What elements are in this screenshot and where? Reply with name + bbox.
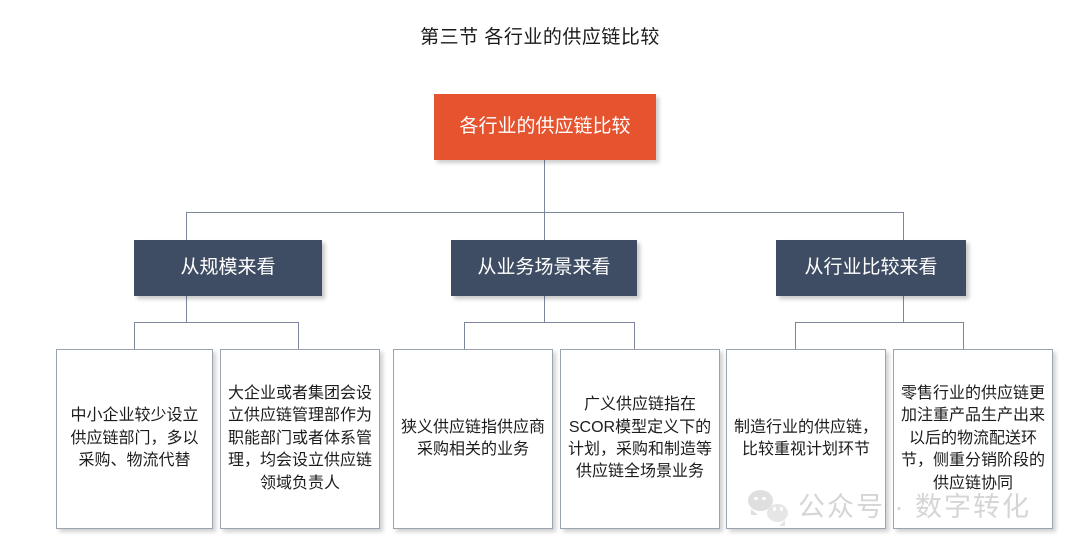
node-branch-label: 从行业比较来看 xyxy=(804,257,938,279)
node-branch-label: 从业务场景来看 xyxy=(477,257,611,279)
connector-branch3-leaf2 xyxy=(963,322,964,349)
node-leaf-text: 中小企业较少设立供应链部门，多以采购、物流代替 xyxy=(70,407,199,470)
node-leaf-broad-supply-chain[interactable]: 广义供应链指在SCOR模型定义下的计划，采购和制造等供应链全场景业务 xyxy=(560,349,720,529)
node-leaf-retail-supply-chain[interactable]: 零售行业的供应链更加注重产品生产出来以后的物流配送环节，侧重分销阶段的供应链协同 xyxy=(893,349,1053,529)
node-root-label: 各行业的供应链比较 xyxy=(459,116,631,138)
node-leaf-large-enterprise-supply-chain[interactable]: 大企业或者集团会设立供应链管理部作为职能部门或者体系管理，均会设立供应链领域负责… xyxy=(220,349,380,529)
connector-branch1-leaf1 xyxy=(134,322,135,349)
connector-branch2-leaf2 xyxy=(634,322,635,349)
node-root[interactable]: 各行业的供应链比较 xyxy=(434,94,656,160)
node-leaf-text: 大企业或者集团会设立供应链管理部作为职能部门或者体系管理，均会设立供应链领域负责… xyxy=(227,385,372,492)
connector-branch2-rail xyxy=(464,322,634,323)
connector-branch3-stem xyxy=(903,296,904,322)
node-branch-scale[interactable]: 从规模来看 xyxy=(134,240,322,296)
connector-branch1-leaf2 xyxy=(298,322,299,349)
connector-branch1-rail xyxy=(134,322,299,323)
node-leaf-text: 广义供应链指在SCOR模型定义下的计划，采购和制造等供应链全场景业务 xyxy=(567,396,712,481)
node-leaf-manufacturing-supply-chain[interactable]: 制造行业的供应链，比较重视计划环节 xyxy=(726,349,886,529)
node-branch-label: 从规模来看 xyxy=(180,257,276,279)
connector-root-stem xyxy=(544,160,545,213)
node-leaf-narrow-supply-chain[interactable]: 狭义供应链指供应商采购相关的业务 xyxy=(393,349,553,529)
node-leaf-text: 零售行业的供应链更加注重产品生产出来以后的物流配送环节，侧重分销阶段的供应链协同 xyxy=(900,385,1045,492)
node-leaf-sme-supply-chain[interactable]: 中小企业较少设立供应链部门，多以采购、物流代替 xyxy=(56,349,213,529)
connector-branch2-stem xyxy=(544,296,545,322)
connector-branch1-stem xyxy=(186,296,187,322)
node-branch-industry-comparison[interactable]: 从行业比较来看 xyxy=(776,240,966,296)
connector-branch-drop-2 xyxy=(544,212,545,240)
connector-branch-drop-1 xyxy=(186,212,187,240)
connector-branch3-rail xyxy=(795,322,963,323)
node-leaf-text: 狭义供应链指供应商采购相关的业务 xyxy=(400,418,545,458)
connector-branch2-leaf1 xyxy=(464,322,465,349)
connector-branch3-leaf1 xyxy=(795,322,796,349)
node-leaf-text: 制造行业的供应链，比较重视计划环节 xyxy=(733,418,878,458)
page-title: 第三节 各行业的供应链比较 xyxy=(420,27,660,48)
connector-branch-drop-3 xyxy=(903,212,904,240)
node-branch-business-scenario[interactable]: 从业务场景来看 xyxy=(451,240,637,296)
